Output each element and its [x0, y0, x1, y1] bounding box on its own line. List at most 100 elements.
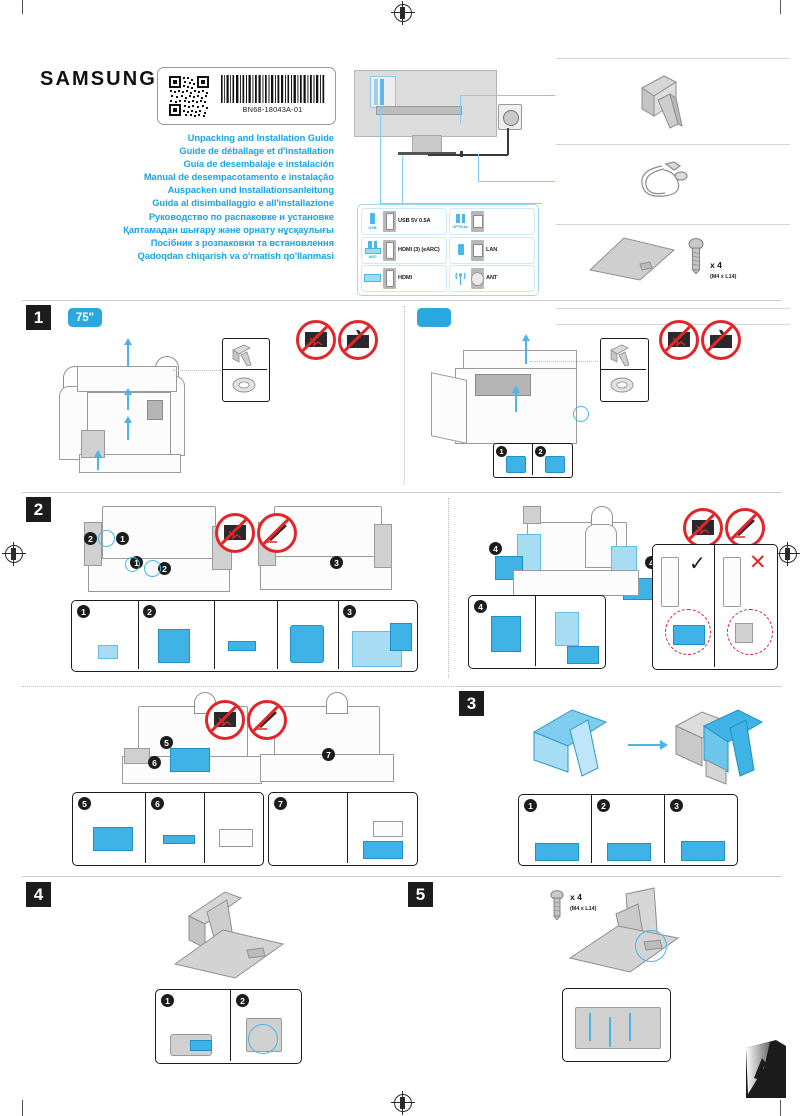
hdmi-arc-label: HDMI (3) (eARC) — [398, 246, 440, 253]
step-1-right-illustration — [431, 334, 695, 484]
step-2-panel-4 — [290, 625, 324, 663]
warning-no-sharp-objects-4 — [683, 508, 723, 548]
step-1-parts-box — [222, 338, 270, 402]
verdict-cross-icon: ✕ — [749, 551, 767, 574]
registration-mark-left — [2, 542, 26, 566]
verdict-foam-bad — [735, 623, 753, 643]
step-4-number: 4 — [26, 882, 51, 907]
right-lift-head-1 — [522, 334, 530, 341]
stand-cover-right — [672, 704, 768, 793]
lift-arrow-stem-4 — [97, 456, 100, 470]
port-cell-hdmi: HDMI — [361, 265, 447, 292]
hdmi-label: HDMI — [398, 275, 412, 282]
verdict-foam-good — [673, 625, 705, 645]
usb-flash-icon: USB — [364, 211, 381, 233]
detail-circle-right — [573, 406, 589, 422]
warning-no-sharp-objects-5 — [205, 700, 245, 740]
port-cell-ant: ANT — [449, 265, 535, 292]
callout-line-2 — [478, 181, 555, 183]
power-cable — [428, 154, 508, 156]
port-cell-hdmi-arc: ARC HDMI (3) (eARC) — [361, 236, 447, 264]
registration-mark-top — [391, 1, 415, 25]
step-2-right-foam-3 — [567, 646, 599, 664]
step-2-section — [22, 492, 782, 683]
stand-cover-left — [530, 706, 620, 791]
verdict-tv-good — [661, 557, 679, 607]
warning-no-pressure-2 — [701, 320, 741, 360]
tv-panel-edge — [475, 374, 531, 396]
power-cable-vertical — [507, 128, 509, 155]
step-2b-cover-5 — [93, 827, 133, 851]
warning-no-sharp-objects-3 — [215, 513, 255, 553]
step-2-right-foam-2 — [555, 612, 579, 646]
step-2-detail-strip: 1 2 3 — [71, 600, 418, 672]
step-2-detail-num-3: 3 — [343, 605, 356, 618]
accessory-stand-guide — [636, 72, 696, 134]
page-corner-mark — [740, 1040, 792, 1102]
callout-line-2v — [478, 154, 480, 182]
step-3-div-1 — [591, 795, 593, 863]
step-5-screw-count-text: x 4 — [570, 892, 582, 902]
step-2-strip-3 — [228, 641, 256, 651]
wall-outlet-icon — [498, 104, 522, 130]
soundbar-icon: ARC — [364, 239, 381, 261]
carton-flap-left — [431, 372, 467, 444]
foam-right-2 — [374, 524, 392, 568]
title-it: Guida al disimballaggio e all'installazi… — [152, 198, 334, 209]
step-1-section — [22, 300, 782, 489]
step-3-base-3 — [681, 841, 725, 861]
step-4-div — [230, 990, 232, 1061]
step-2b-num-7: 7 — [274, 797, 287, 810]
step-5-number: 5 — [408, 882, 433, 907]
samsung-logo: SAMSUNG — [40, 68, 157, 90]
stand-guide-thumb — [231, 343, 259, 372]
lift-arrow-head-3 — [124, 416, 132, 423]
step-2-callout-3: 3 — [330, 556, 343, 569]
lift-arrow-head-1 — [124, 338, 132, 345]
warning-no-knife-2 — [725, 508, 765, 548]
step-2-number: 2 — [26, 497, 51, 522]
pallet-left-2 — [260, 556, 392, 590]
warning-no-pressure-1 — [338, 320, 378, 360]
stand-guide-thumb-2 — [609, 343, 637, 372]
ant-label: ANT — [486, 275, 498, 282]
port-row-3: HDMI ANT — [361, 265, 535, 292]
step-2-detail-num-1: 1 — [77, 605, 90, 618]
title-uk: Посібник з розпаковки та встановлення — [150, 237, 334, 248]
qr-code-icon — [168, 75, 210, 117]
step-5-detail-box — [562, 988, 671, 1062]
usb-port-icon — [383, 211, 396, 232]
tv-stand-base — [398, 152, 456, 155]
accessory-divider-0 — [556, 58, 790, 59]
step-2-focus-circle-2 — [125, 557, 140, 572]
tv-cable-channel — [376, 106, 462, 115]
mount-bracket-a — [124, 748, 150, 764]
antenna-icon — [452, 268, 469, 290]
right-lift-head-2 — [512, 386, 520, 393]
step-2b-section — [22, 686, 782, 865]
step-5-screw-icon — [550, 890, 564, 925]
step-3-transfer-arrow-head — [660, 740, 668, 750]
header-section: SAMSUNG — [0, 28, 802, 325]
title-de: Auspacken und Installationsanleitung — [167, 185, 334, 196]
coax-port-icon — [471, 268, 484, 289]
step-1-leader-line — [173, 370, 223, 371]
accessory-block — [147, 400, 163, 420]
step-2b-slot-6 — [219, 829, 253, 847]
step-2b-flap-7 — [363, 841, 403, 859]
step-2b-num-5: 5 — [78, 797, 91, 810]
step-45-section — [22, 876, 782, 1077]
step-5-screw-arrow-1 — [589, 1013, 592, 1041]
title-fr: Guide de déballage et d'installation — [179, 146, 334, 157]
screw-spec-text: (M4 x L14) — [710, 274, 737, 280]
step-1-number: 1 — [26, 305, 51, 330]
step-5-screw-arrow-2 — [609, 1017, 612, 1047]
callout-line-4v — [380, 106, 382, 204]
callout-line-1 — [460, 95, 555, 97]
step-2-panel-2 — [158, 629, 190, 663]
cable-tie-thumb — [231, 375, 259, 400]
step-2b-callout-6: 6 — [148, 756, 161, 769]
lift-arrow-stem-3 — [127, 422, 130, 440]
person-2b-b — [326, 692, 348, 714]
step-2-right-detail-strip: 4 — [468, 595, 606, 669]
